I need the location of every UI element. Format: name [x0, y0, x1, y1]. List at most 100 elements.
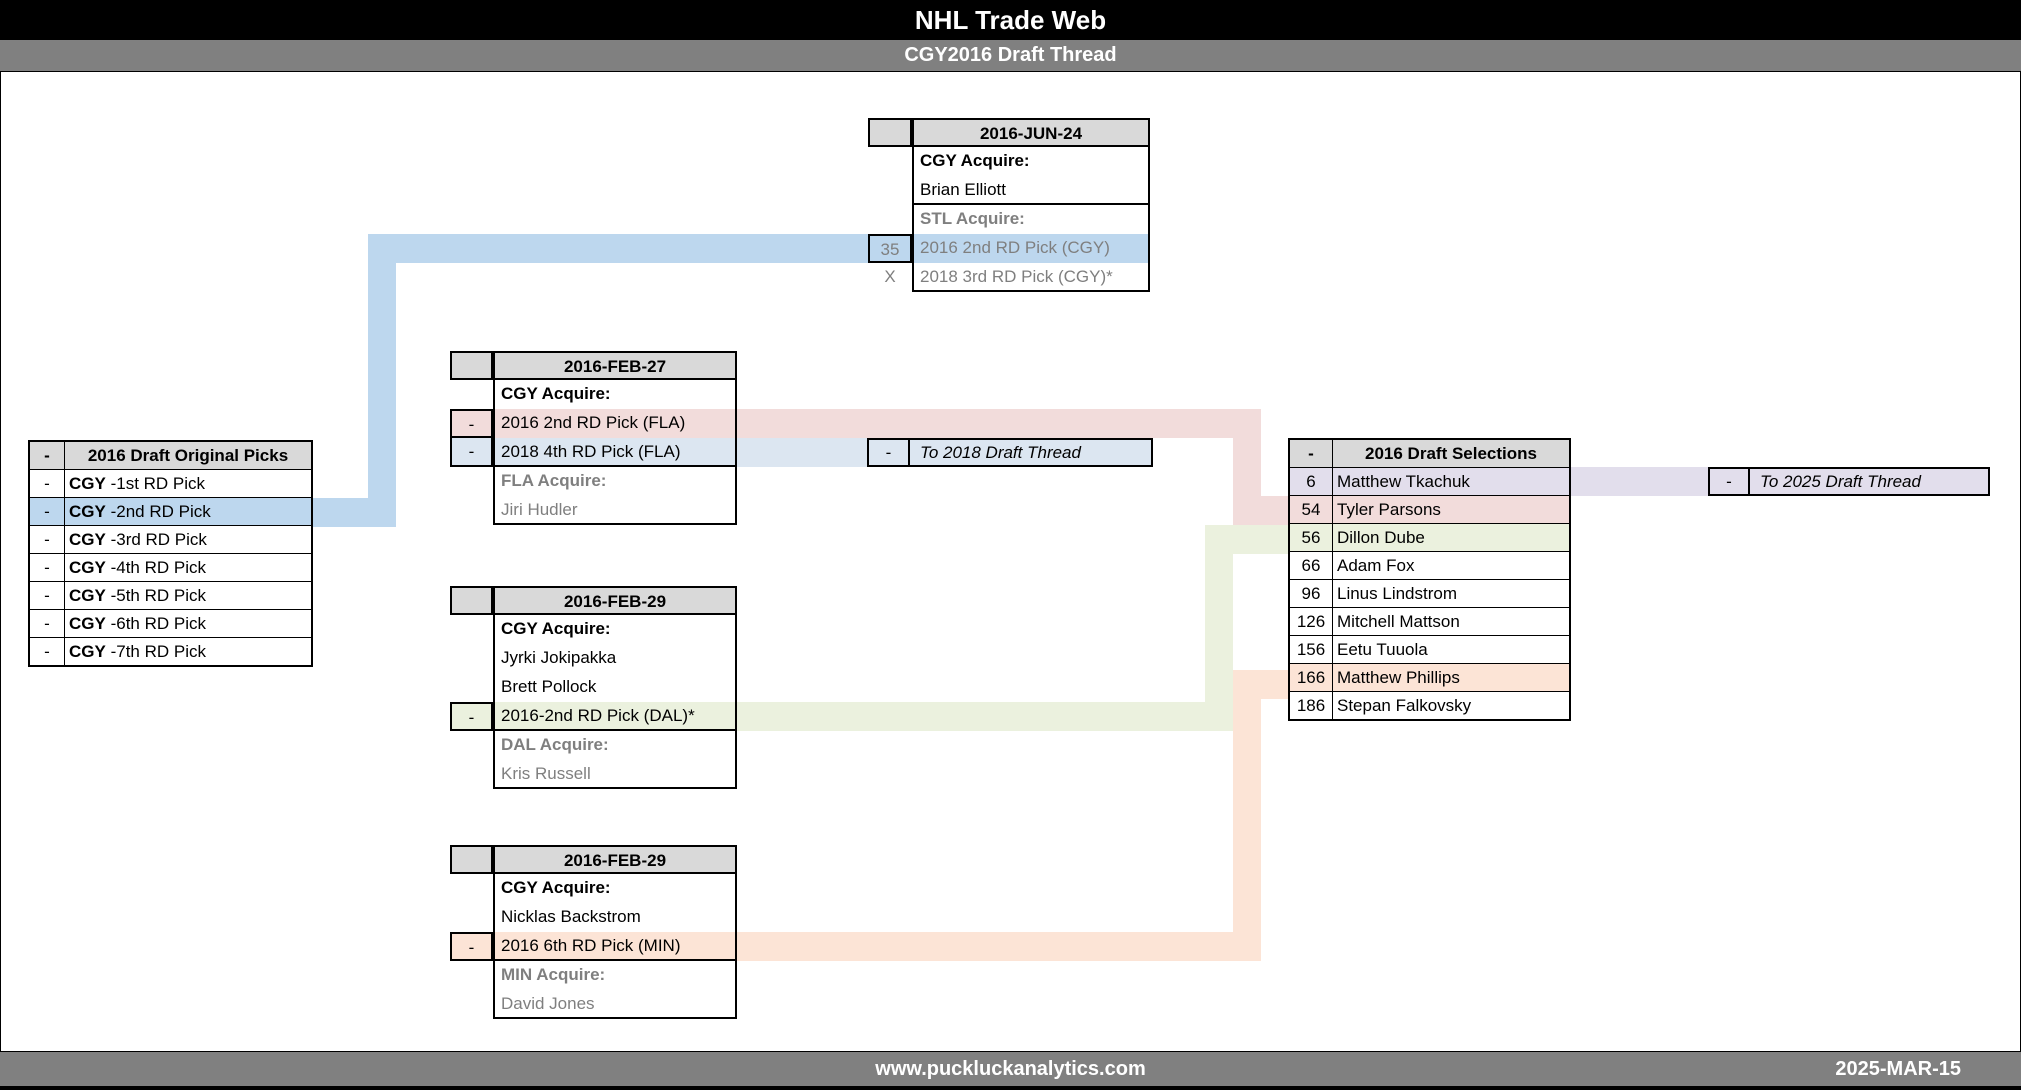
player-name: Nicklas Backstrom: [493, 903, 737, 932]
connector-orange-to-pick166: [1233, 670, 1288, 699]
empty-cell: [450, 467, 493, 496]
trade-row: Kris Russell: [450, 760, 737, 789]
pick-label: -5th RD Pick: [110, 585, 206, 605]
trade-row: MIN Acquire:: [450, 961, 737, 990]
trade-header-corner: [450, 845, 493, 874]
empty-cell: [450, 731, 493, 760]
other-acquire-label: MIN Acquire:: [493, 961, 737, 990]
player-name: Brian Elliott: [912, 176, 1150, 205]
header-dash-cell: -: [28, 440, 65, 470]
dash-cell: -: [28, 525, 65, 554]
footer-date: 2025-MAR-15: [1835, 1058, 1961, 1080]
pick-cell: CGY -4th RD Pick: [64, 553, 313, 582]
pick-number: 166: [1288, 663, 1333, 692]
trade-date: 2016-FEB-29: [493, 845, 737, 874]
empty-cell: [450, 496, 493, 525]
dash-cell: -: [28, 637, 65, 667]
player-name: Stepan Falkovsky: [1332, 691, 1571, 721]
acquire-label: CGY Acquire:: [912, 147, 1150, 176]
trade-row: Jyrki Jokipakka: [450, 644, 737, 673]
trade-row: X 2018 3rd RD Pick (CGY)*: [868, 263, 1150, 292]
pick-cell: CGY -1st RD Pick: [64, 469, 313, 498]
dash-cell: -: [28, 497, 65, 526]
empty-cell: [450, 673, 493, 702]
player-name: David Jones: [493, 990, 737, 1019]
draft-selections-table: - 2016 Draft Selections 6 Matthew Tkachu…: [1288, 438, 1571, 721]
connector-orange-from-feb29min: [737, 932, 1261, 961]
team-code: CGY: [69, 473, 106, 493]
pick-text: 2016 2nd RD Pick (CGY): [912, 234, 1150, 263]
trade-header-row: 2016-FEB-27: [450, 351, 737, 380]
pick-cell: CGY -2nd RD Pick: [64, 497, 313, 526]
pick-dash-cell: -: [450, 932, 493, 961]
connector-lavender-to-2025: [1571, 467, 1708, 496]
acquire-label: CGY Acquire:: [493, 874, 737, 903]
connector-blue-to-jun24: [368, 234, 868, 263]
player-name: Eetu Tuuola: [1332, 635, 1571, 664]
trade-row: CGY Acquire:: [450, 874, 737, 903]
pick-dash-cell: -: [450, 438, 493, 467]
empty-cell: [450, 990, 493, 1019]
connector-lightblue-to-2018: [737, 438, 867, 467]
link-to-2018-draft-thread[interactable]: - To 2018 Draft Thread: [867, 438, 1153, 467]
empty-cell: [868, 176, 912, 205]
table-row: 96 Linus Lindstrom: [1288, 579, 1571, 608]
empty-cell: [450, 903, 493, 932]
pick-label: -3rd RD Pick: [110, 529, 207, 549]
dash-cell: -: [28, 609, 65, 638]
other-acquire-label: STL Acquire:: [912, 205, 1150, 234]
trade-row: - 2016 6th RD Pick (MIN): [450, 932, 737, 961]
pick-label: -1st RD Pick: [110, 473, 206, 493]
team-code: CGY: [69, 585, 106, 605]
thread-dash-cell: -: [869, 440, 910, 465]
table-row: 66 Adam Fox: [1288, 551, 1571, 580]
trade-row: CGY Acquire:: [450, 380, 737, 409]
footer-bar: www.puckluckanalytics.com 2025-MAR-15: [0, 1051, 2021, 1086]
footer-site-url: www.puckluckanalytics.com: [875, 1058, 1146, 1080]
header-dash-cell: -: [1288, 438, 1333, 468]
trade-box-feb29-min: 2016-FEB-29 CGY Acquire: Nicklas Backstr…: [450, 845, 737, 1019]
pick-number-cell: X: [884, 267, 896, 286]
trade-header-row: 2016-FEB-29: [450, 845, 737, 874]
pick-text: 2016 2nd RD Pick (FLA): [493, 409, 737, 438]
team-code: CGY: [69, 557, 106, 577]
pick-text: 2018 4th RD Pick (FLA): [493, 438, 737, 467]
table-row: - CGY -2nd RD Pick: [28, 497, 313, 526]
pick-number-cell: 35: [868, 234, 912, 263]
connector-blue-vertical: [368, 234, 396, 527]
empty-cell: [450, 380, 493, 409]
empty-cell: [868, 205, 912, 234]
link-to-2025-draft-thread[interactable]: - To 2025 Draft Thread: [1708, 467, 1990, 496]
team-code: CGY: [69, 529, 106, 549]
pick-text: 2016 6th RD Pick (MIN): [493, 932, 737, 961]
player-name: Brett Pollock: [493, 673, 737, 702]
dash-cell: -: [28, 581, 65, 610]
page-subtitle: CGY2016 Draft Thread: [904, 44, 1117, 66]
table-row: 186 Stepan Falkovsky: [1288, 691, 1571, 721]
trade-date: 2016-FEB-27: [493, 351, 737, 380]
pick-cell: CGY -3rd RD Pick: [64, 525, 313, 554]
thread-label: To 2025 Draft Thread: [1760, 472, 1921, 491]
connector-green-to-pick56: [1205, 525, 1288, 554]
dash-cell: -: [28, 553, 65, 582]
subtitle-bar: CGY2016 Draft Thread: [0, 40, 2021, 72]
trade-row: CGY Acquire:: [868, 147, 1150, 176]
table-row: 6 Matthew Tkachuk: [1288, 467, 1571, 496]
trade-row: FLA Acquire:: [450, 467, 737, 496]
pick-label: -6th RD Pick: [110, 613, 206, 633]
trade-box-feb29-dal: 2016-FEB-29 CGY Acquire: Jyrki Jokipakka…: [450, 586, 737, 789]
trade-row: - 2018 4th RD Pick (FLA): [450, 438, 737, 467]
trade-date: 2016-FEB-29: [493, 586, 737, 615]
table-row: 166 Matthew Phillips: [1288, 663, 1571, 692]
pick-text: 2016-2nd RD Pick (DAL)*: [493, 702, 737, 731]
pick-label: -4th RD Pick: [110, 557, 206, 577]
trade-row: 35 2016 2nd RD Pick (CGY): [868, 234, 1150, 263]
player-name: Linus Lindstrom: [1332, 579, 1571, 608]
other-acquire-label: DAL Acquire:: [493, 731, 737, 760]
table-row: - CGY -4th RD Pick: [28, 553, 313, 582]
original-picks-table: - 2016 Draft Original Picks - CGY -1st R…: [28, 440, 313, 667]
trade-header-corner: [450, 351, 493, 380]
empty-cell: [450, 644, 493, 673]
other-acquire-label: FLA Acquire:: [493, 467, 737, 496]
